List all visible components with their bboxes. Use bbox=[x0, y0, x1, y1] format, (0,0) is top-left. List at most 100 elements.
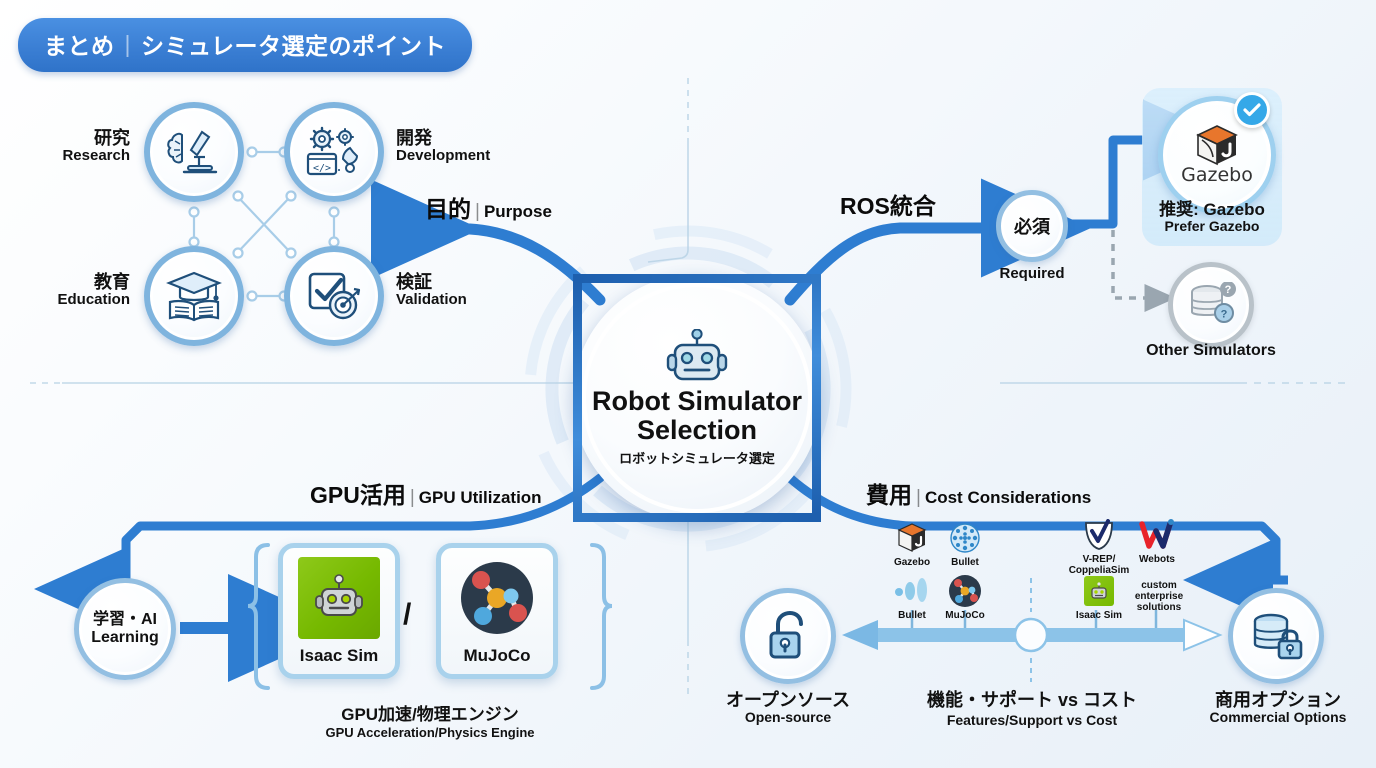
database-question-icon: ? ? bbox=[1191, 282, 1236, 323]
branch-label-gpu: GPU活用|GPU Utilization bbox=[310, 476, 542, 510]
purpose-label-education-en: Education bbox=[57, 291, 130, 309]
purpose-node-research[interactable] bbox=[144, 102, 244, 202]
cost-item-bullet-sphere-label: Bullet bbox=[951, 557, 979, 568]
svg-text:?: ? bbox=[1225, 284, 1232, 296]
cost-item-mujoco[interactable]: MuJoCo bbox=[934, 574, 996, 621]
hub-title-line2: Selection bbox=[636, 414, 758, 445]
gazebo-recommend-ja: 推奨: Gazebo bbox=[1159, 200, 1265, 219]
branch-label-purpose: 目的|Purpose bbox=[425, 190, 552, 224]
purpose-label-development-en: Development bbox=[396, 147, 491, 165]
sim-tile-mujoco-name: MuJoCo bbox=[463, 646, 531, 665]
cost-item-mujoco-label: MuJoCo bbox=[945, 610, 985, 621]
page-title-rest: シミュレータ選定のポイント bbox=[140, 33, 447, 59]
open-source-label-en: Open-source bbox=[744, 709, 832, 726]
cost-axis-caption-ja: 機能・サポート vs コスト bbox=[926, 690, 1138, 710]
database-lock-icon bbox=[1253, 613, 1303, 660]
ros-arrow bbox=[784, 178, 1091, 306]
page-title-ja: まとめ bbox=[44, 33, 115, 59]
gpu-caption-ja: GPU加速/物理エンジン bbox=[341, 705, 519, 724]
hub-title-line1: Robot Simulator bbox=[592, 385, 802, 416]
graduation-cap-book-icon bbox=[166, 271, 222, 322]
branch-label-gpu-en: GPU Utilization bbox=[418, 488, 542, 507]
tiles-divider: / bbox=[403, 598, 412, 631]
purpose-label-education: 教育 Education bbox=[10, 272, 130, 309]
branch-label-purpose-ja: 目的 bbox=[425, 196, 471, 222]
center-hub[interactable]: Robot Simulator Selection ロボットシミュレータ選定 bbox=[573, 274, 821, 522]
cost-item-bullet-sphere[interactable]: Bullet bbox=[934, 521, 996, 568]
gazebo-recommend-caption: 推奨: Gazebo Prefer Gazebo bbox=[1132, 200, 1292, 235]
brain-microscope-icon bbox=[167, 130, 218, 174]
cost-item-isaac-sim[interactable]: Isaac Sim bbox=[1064, 574, 1134, 621]
open-source-label-ja: オープンソース bbox=[725, 690, 851, 710]
unlocked-padlock-icon bbox=[769, 610, 803, 659]
gazebo-logo-text: Gazebo bbox=[1181, 164, 1253, 186]
bullet-dots-icon bbox=[881, 574, 943, 608]
bullet-sphere-icon bbox=[934, 521, 996, 555]
purpose-node-education[interactable] bbox=[144, 246, 244, 346]
sim-tile-isaac-sim-name: Isaac Sim bbox=[299, 646, 379, 665]
purpose-node-validation[interactable] bbox=[284, 246, 384, 346]
sim-tile-mujoco[interactable]: MuJoCo bbox=[436, 543, 558, 679]
learning-node[interactable]: 学習・AI Learning bbox=[74, 578, 176, 680]
ros-decision-caption: Required bbox=[972, 265, 1092, 283]
cost-item-bullet-dots[interactable]: Bullet bbox=[881, 574, 943, 621]
branch-label-purpose-sep: | bbox=[475, 201, 480, 222]
mujoco-molecule-icon bbox=[934, 574, 996, 608]
commercial-options-label-ja: 商用オプション bbox=[1215, 690, 1341, 710]
gears-wrench-code-icon: </> bbox=[306, 126, 359, 176]
cost-item-webots[interactable]: Webots bbox=[1126, 518, 1188, 565]
purpose-label-education-ja: 教育 bbox=[94, 272, 130, 292]
cost-item-custom-enterprise[interactable]: custom enterprise solutions bbox=[1124, 574, 1194, 614]
cost-axis-caption-en: Features/Support vs Cost bbox=[946, 712, 1118, 728]
cost-item-isaac-sim-label: Isaac Sim bbox=[1075, 610, 1123, 621]
cost-item-gazebo-label: Gazebo bbox=[893, 557, 931, 568]
checkbox-target-icon bbox=[308, 272, 361, 320]
required-to-other-dashed bbox=[1111, 230, 1176, 312]
gazebo-recommend-en: Prefer Gazebo bbox=[1164, 218, 1260, 235]
ros-decision-label-en: Required bbox=[999, 265, 1065, 282]
cost-item-coppeliasim[interactable]: V-REP/ CoppeliaSim bbox=[1064, 518, 1134, 576]
branch-label-gpu-sep: | bbox=[409, 487, 415, 508]
cost-item-custom-enterprise-label: custom enterprise solutions bbox=[1134, 580, 1184, 614]
branch-label-cost-ja: 費用 bbox=[866, 482, 912, 508]
svg-text:</>: </> bbox=[313, 163, 331, 174]
purpose-label-development: 開発 Development bbox=[396, 128, 566, 165]
purpose-label-development-ja: 開発 bbox=[396, 128, 432, 148]
commercial-options-label-en: Commercial Options bbox=[1209, 709, 1347, 726]
coppeliasim-check-icon bbox=[1064, 518, 1134, 552]
purpose-label-research-en: Research bbox=[62, 147, 130, 165]
branch-label-cost-sep: | bbox=[916, 487, 921, 508]
other-simulators-label: Other Simulators bbox=[1146, 342, 1276, 359]
mujoco-molecule-icon bbox=[456, 557, 538, 639]
branch-label-gpu-ja: GPU活用 bbox=[310, 482, 406, 508]
robot-head-icon bbox=[666, 328, 728, 381]
branch-label-ros: ROS統合 bbox=[840, 187, 936, 221]
branch-label-purpose-en: Purpose bbox=[483, 202, 552, 221]
cost-item-gazebo[interactable]: Gazebo bbox=[881, 521, 943, 568]
branch-label-cost-en: Cost Considerations bbox=[924, 488, 1092, 507]
cost-axis-caption: 機能・サポート vs コスト Features/Support vs Cost bbox=[900, 686, 1164, 728]
gpu-caption-en: GPU Acceleration/Physics Engine bbox=[325, 725, 535, 740]
other-simulators-caption: Other Simulators bbox=[1128, 342, 1294, 360]
learning-node-en: Learning bbox=[91, 629, 159, 646]
cost-item-coppeliasim-label: V-REP/ CoppeliaSim bbox=[1068, 554, 1130, 577]
other-simulators-node[interactable]: ? ? bbox=[1168, 262, 1254, 348]
gazebo-cube-icon bbox=[881, 521, 943, 555]
open-source-node[interactable] bbox=[740, 588, 836, 684]
ros-decision-node[interactable]: 必須 bbox=[996, 190, 1068, 262]
commercial-options-node[interactable] bbox=[1228, 588, 1324, 684]
open-source-caption: オープンソース Open-source bbox=[700, 690, 876, 726]
page-title-separator: | bbox=[124, 30, 131, 57]
purpose-label-validation-en: Validation bbox=[396, 291, 467, 309]
svg-text:?: ? bbox=[1221, 309, 1228, 321]
branch-label-cost: 費用|Cost Considerations bbox=[866, 476, 1091, 510]
cost-item-bullet-dots-label: Bullet bbox=[898, 610, 926, 621]
gazebo-cube-icon bbox=[1196, 125, 1238, 166]
purpose-label-validation-ja: 検証 bbox=[396, 272, 432, 292]
sim-tile-isaac-sim[interactable]: Isaac Sim bbox=[278, 543, 400, 679]
purpose-label-research: 研究 Research bbox=[10, 128, 130, 165]
check-badge-icon bbox=[1234, 92, 1270, 128]
purpose-node-development[interactable]: </> bbox=[284, 102, 384, 202]
isaac-sim-green-icon bbox=[1064, 574, 1134, 608]
hub-subtitle: ロボットシミュレータ選定 bbox=[619, 451, 775, 467]
